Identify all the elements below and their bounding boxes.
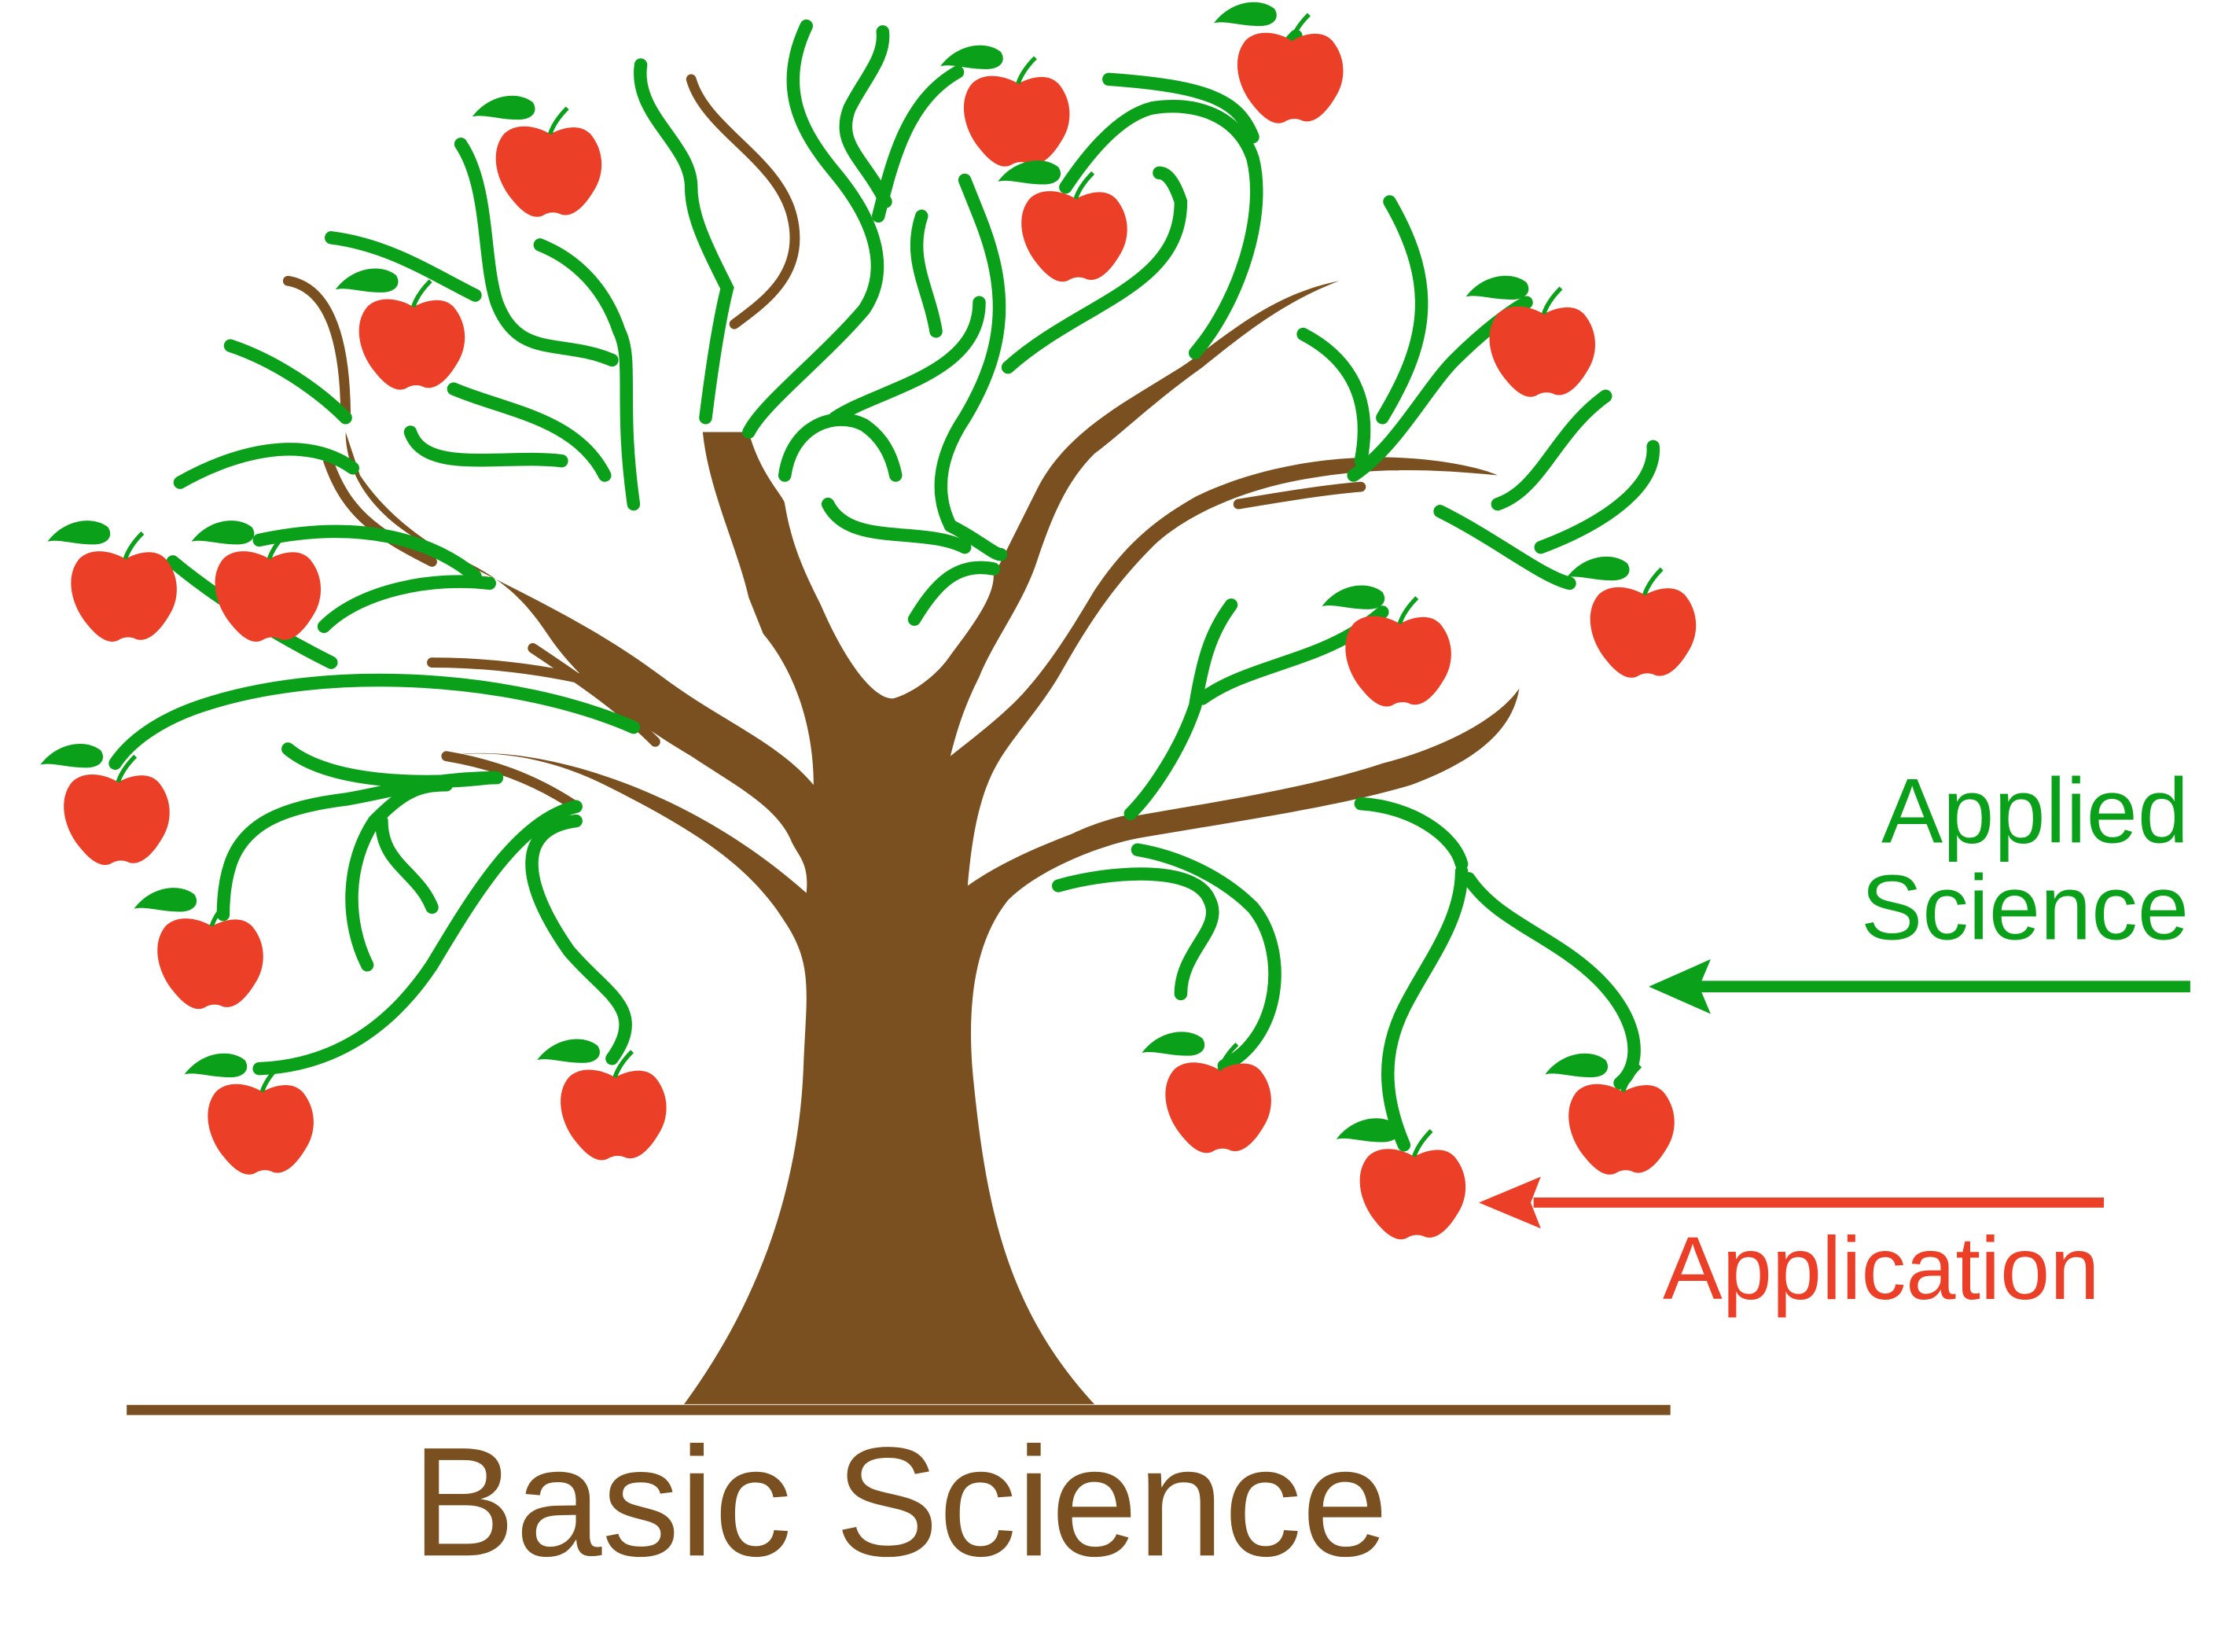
applied-science-label-line1: Applied: [1881, 760, 2189, 863]
apple-icon: [47, 521, 176, 642]
application-label: Application: [1663, 1219, 2099, 1319]
apple-icon: [40, 744, 169, 865]
apple-icon: [1545, 1054, 1674, 1175]
apple-icon: [537, 1039, 666, 1160]
apple-icon: [184, 1054, 313, 1175]
tree-trunk: [345, 281, 1520, 1404]
brown-branches: [282, 74, 1366, 852]
apple-icon: [998, 160, 1127, 281]
apple-icon: [134, 888, 263, 1009]
green-twigs: [108, 19, 1660, 1152]
apple-icon: [473, 96, 601, 217]
applied-science-arrow-icon: [1649, 958, 2190, 1014]
apple-icon: [1567, 557, 1696, 678]
application-arrow-icon: [1479, 1176, 2104, 1229]
applied-science-label-line2: Science: [1861, 855, 2189, 958]
basic-science-label: Basic Science: [412, 1415, 1388, 1588]
apple-icon: [940, 46, 1069, 167]
